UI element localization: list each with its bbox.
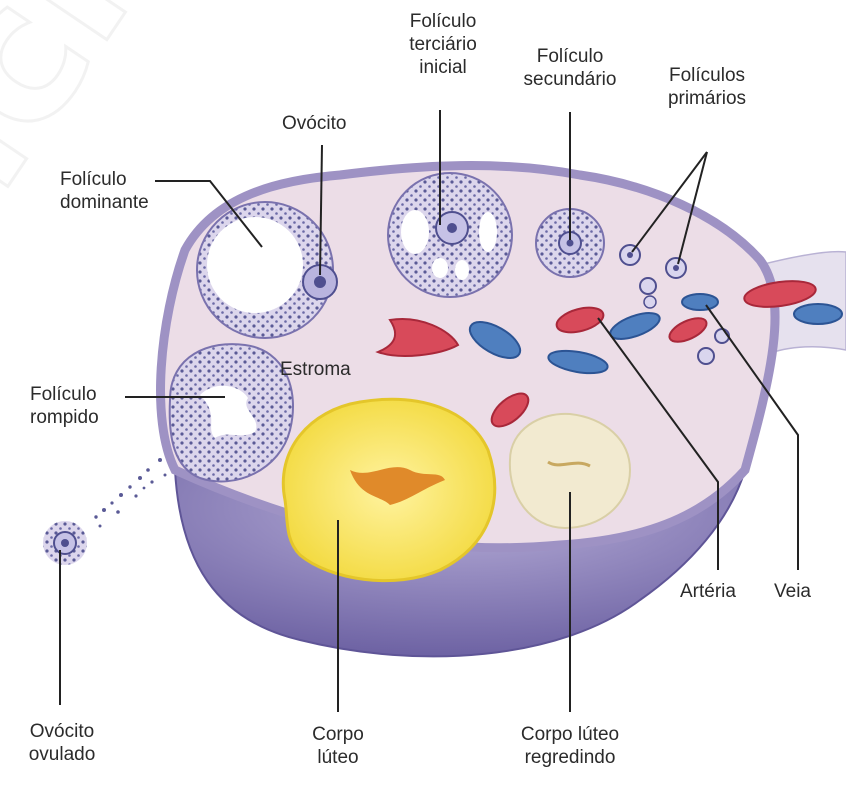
label-vein: Veia — [774, 580, 811, 603]
label-dominant-follicle: Folículo dominante — [60, 168, 149, 214]
label-ruptured-follicle: Folículo rompido — [30, 383, 99, 429]
label-corpus-luteum: Corpo lúteo — [298, 723, 378, 769]
label-artery: Artéria — [680, 580, 736, 603]
released-cells — [94, 458, 166, 528]
label-early-tertiary-follicle: Folículo terciário inicial — [398, 10, 488, 79]
label-primary-follicles: Folículos primários — [652, 64, 762, 110]
label-stroma: Estroma — [280, 358, 351, 381]
label-oocyte: Ovócito — [282, 112, 346, 135]
label-regressing-corpus-luteum: Corpo lúteo regredindo — [505, 723, 635, 769]
dominant-follicle-antrum — [207, 217, 303, 313]
label-ovulated-oocyte: Ovócito ovulado — [12, 720, 112, 766]
label-secondary-follicle: Folículo secundário — [508, 45, 632, 91]
